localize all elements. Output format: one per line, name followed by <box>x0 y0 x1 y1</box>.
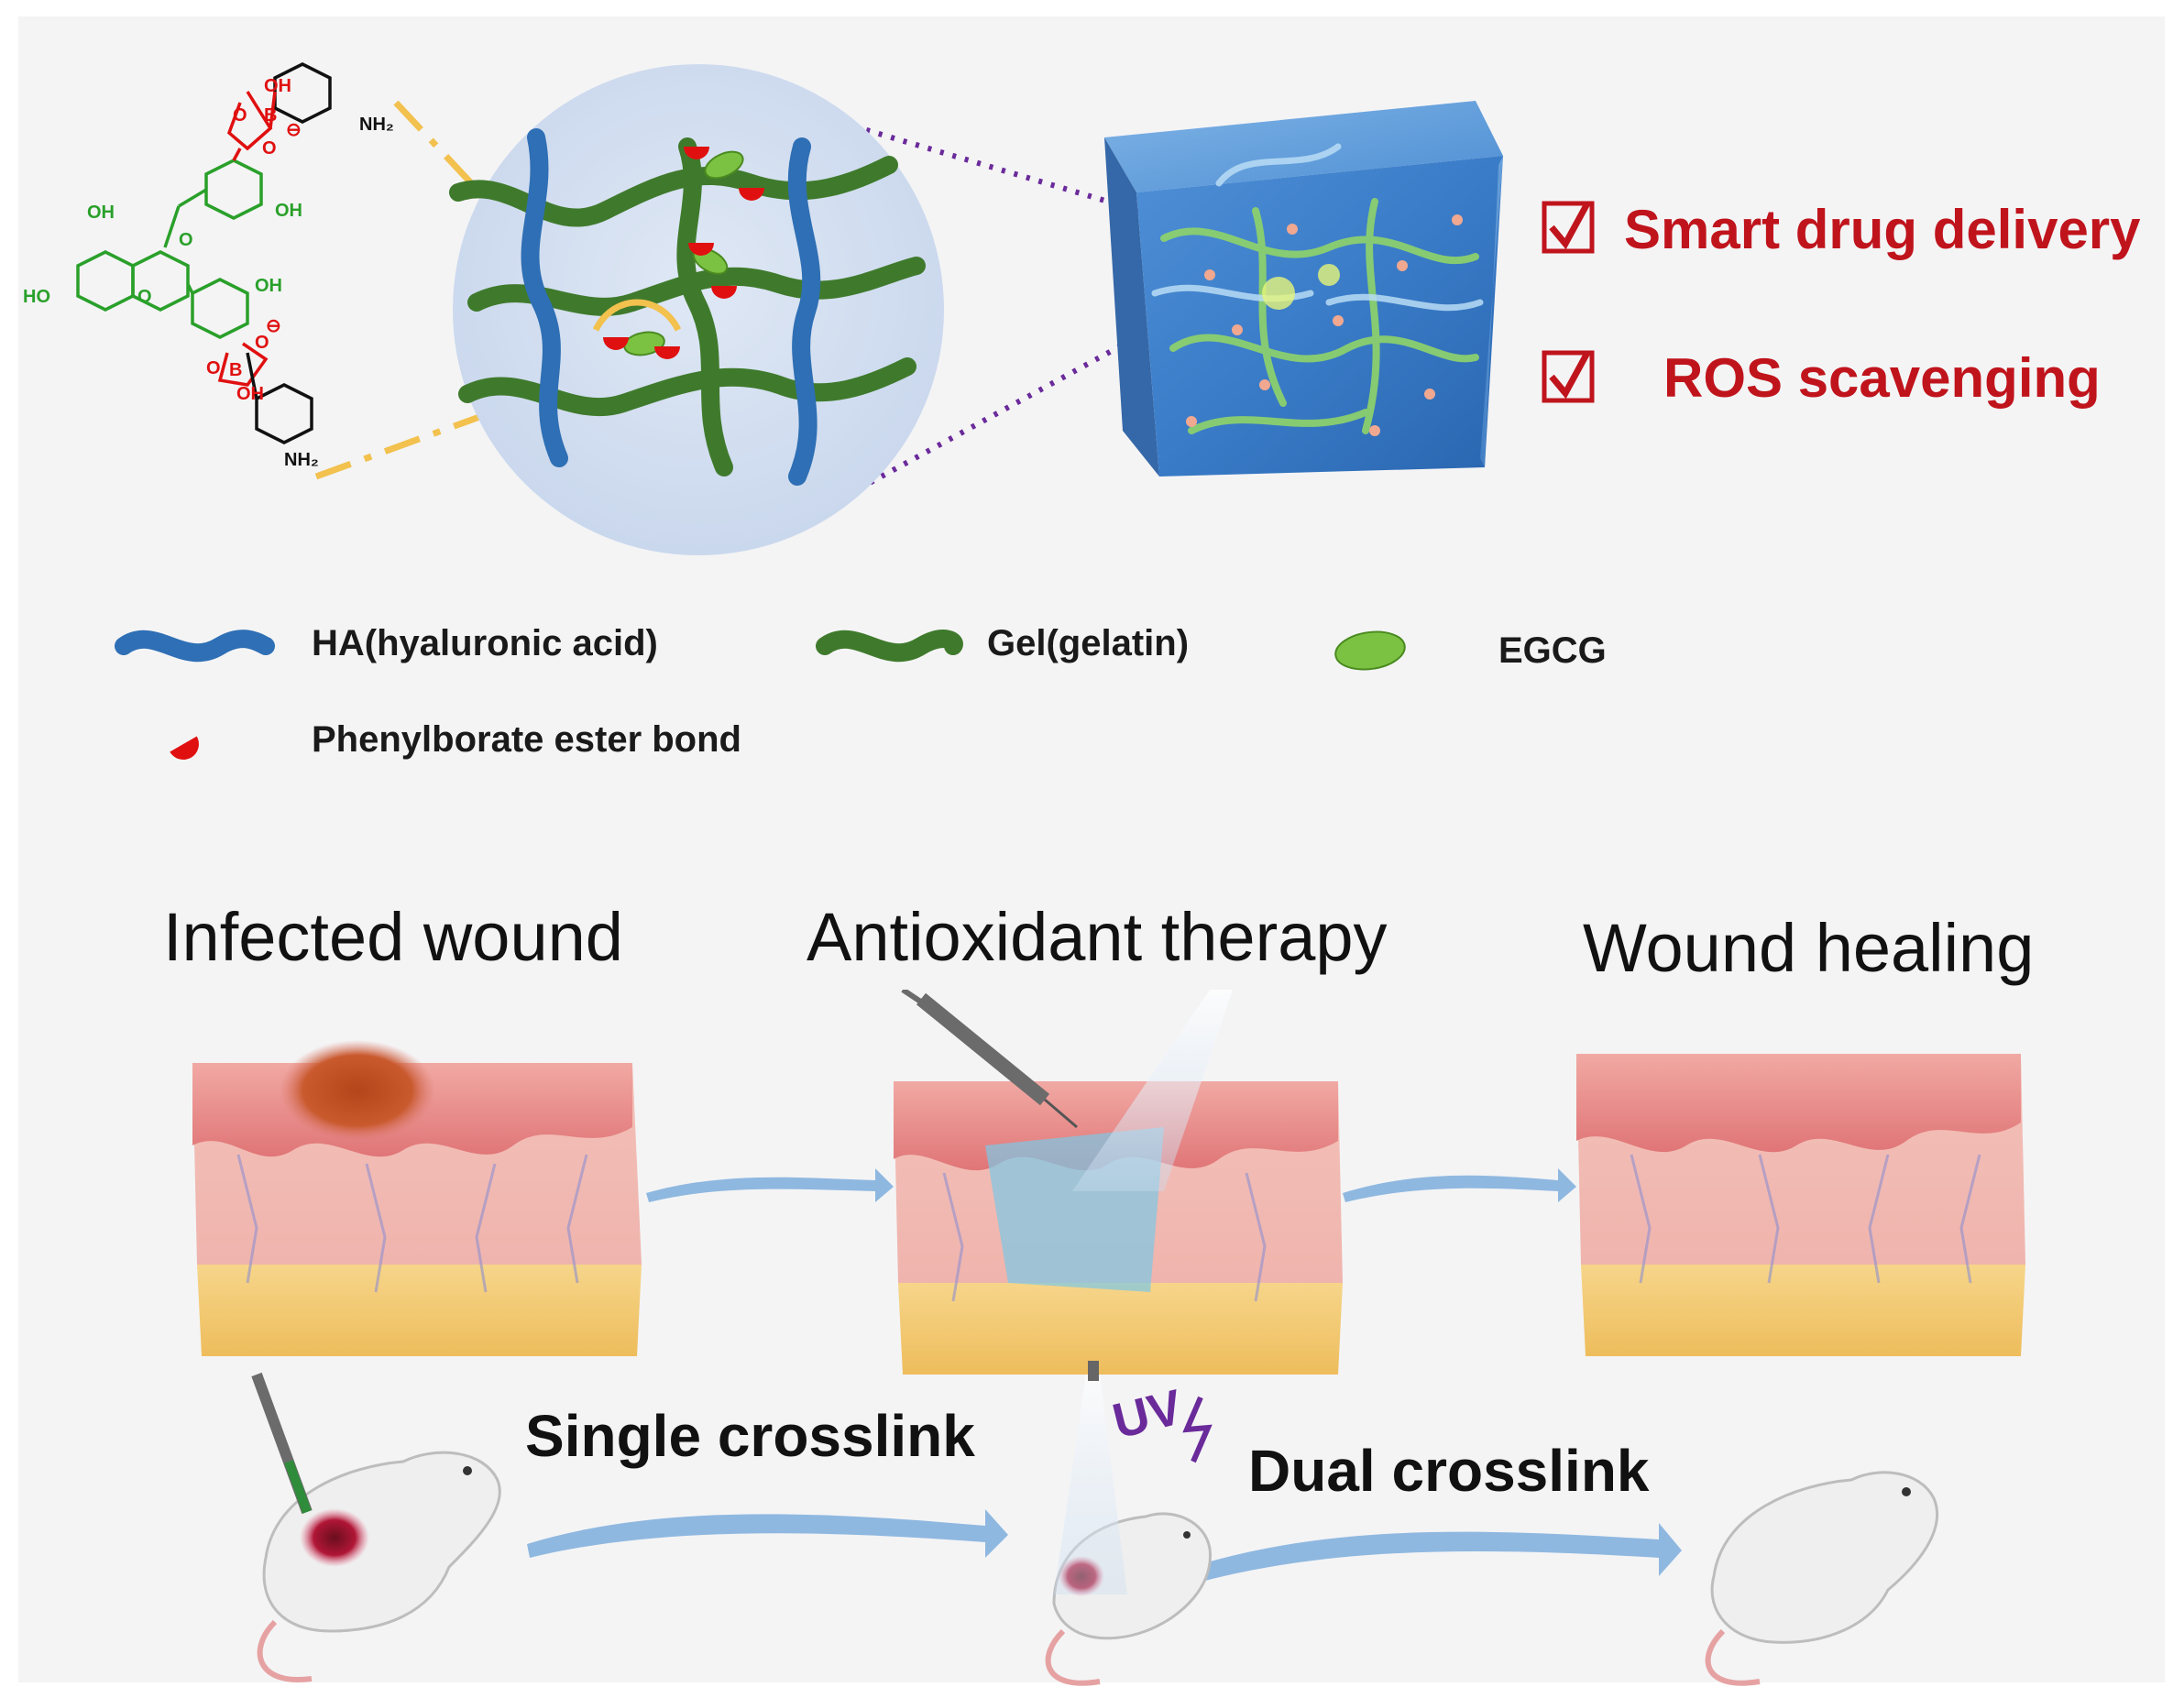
ha-strands <box>521 128 821 486</box>
feature-checkbox-2 <box>1542 350 1595 403</box>
uv-label: UV <box>1107 1379 1187 1449</box>
gel-legend-icon <box>816 630 963 663</box>
mol-oh-bottom: OH <box>236 384 264 404</box>
mol-o-top-right: O <box>262 138 277 159</box>
molecule-labels: OH NH₂ B O O ⊖ OH OH O HO OH O OH B O O … <box>23 76 394 470</box>
legend-egcg-label: EGCG <box>1498 630 1607 671</box>
dual-crosslink-label: Dual crosslink <box>1248 1438 1650 1504</box>
legend-bond-label: Phenylborate ester bond <box>312 719 741 760</box>
uv-beam-block <box>1072 990 1233 1191</box>
egcg-leaves-network <box>623 150 744 356</box>
egcg-molecule <box>76 62 332 444</box>
legend-gel-label: Gel(gelatin) <box>987 623 1190 663</box>
mol-o-bottom-right: O <box>255 333 269 353</box>
mol-nh2-top: NH₂ <box>359 115 394 135</box>
mol-o-chromane: O <box>137 287 152 307</box>
skin-block-therapy <box>894 990 1343 1375</box>
egcg-leaf-icon <box>1334 630 1406 671</box>
mouse-infected <box>251 1372 501 1683</box>
skin-block-infected <box>192 1040 642 1356</box>
stage-infected-title: Infected wound <box>163 899 623 975</box>
mol-oh-galloyl: OH <box>275 201 302 221</box>
feature-checkbox-1 <box>1542 201 1595 254</box>
mol-o-top-left: O <box>233 105 247 126</box>
mol-oh-b-ring: OH <box>255 276 282 296</box>
top-schematic: OH NH₂ B O O ⊖ OH OH O HO OH O OH B O O … <box>23 62 1595 760</box>
mol-charge-top: ⊖ <box>286 120 302 140</box>
mol-boron-bottom: B <box>229 360 242 380</box>
mol-nh2-bottom: NH₂ <box>284 450 319 470</box>
single-crosslink-label: Single crosslink <box>525 1403 975 1469</box>
mol-ho-a-ring: HO <box>23 287 50 307</box>
syringe-block <box>901 990 1078 1129</box>
mol-o-bottom-left: O <box>206 358 221 378</box>
mol-o-ester: O <box>179 230 193 250</box>
hydrogel-cube <box>1104 101 1503 477</box>
mouse-therapy <box>1045 1361 1213 1686</box>
crosslink-highlight <box>592 299 682 332</box>
stage-healing-title: Wound healing <box>1583 910 2035 986</box>
uv-lamp-icon <box>1088 1361 1099 1381</box>
ha-legend-icon <box>115 630 275 663</box>
phenylborate-bond-icon <box>170 736 199 760</box>
bottom-illustration: UV <box>192 990 2025 1686</box>
stage-therapy-title: Antioxidant therapy <box>807 899 1388 975</box>
skin-block-healing <box>1576 1054 2025 1356</box>
mol-oh-top: OH <box>264 76 291 96</box>
feature-ros-scavenging: ROS scavenging <box>1663 347 2101 409</box>
phenylborate-bonds-network <box>603 147 764 359</box>
mol-boron-top: B <box>264 105 277 126</box>
mol-charge-bottom: ⊖ <box>266 316 281 336</box>
cube-connector-top <box>829 116 1357 278</box>
feature-smart-drug-delivery: Smart drug delivery <box>1624 199 2141 260</box>
legend-ha-label: HA(hyaluronic acid) <box>312 623 658 663</box>
mol-oh-a-ring: OH <box>87 203 115 223</box>
mouse-healed <box>1705 1471 1939 1686</box>
uv-beam-mouse <box>1054 1375 1127 1594</box>
cube-connector-bottom <box>846 245 1303 498</box>
uv-lightning-icon <box>1182 1396 1213 1463</box>
syringe-mouse-1 <box>251 1372 313 1515</box>
process-arrows <box>527 1168 1682 1581</box>
